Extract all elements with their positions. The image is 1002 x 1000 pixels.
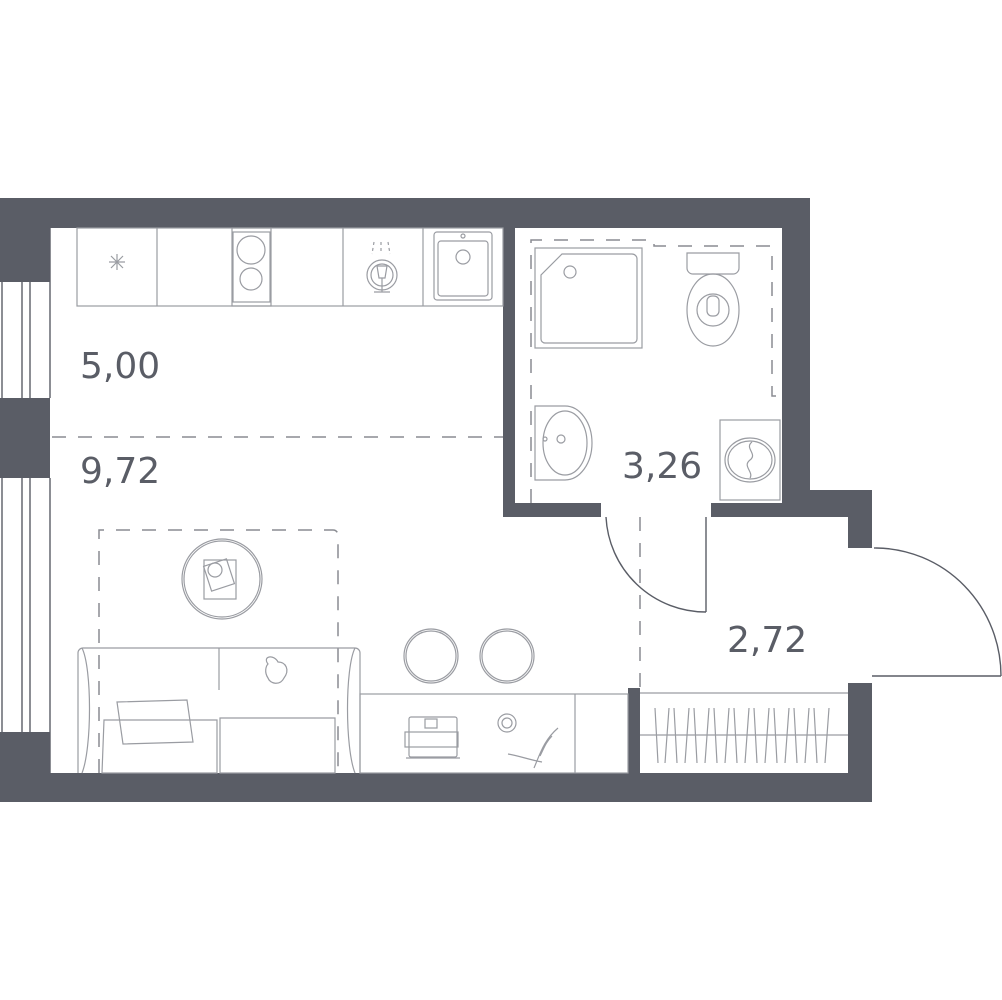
area-label-living-room: 9,72 bbox=[80, 451, 160, 492]
washbasin bbox=[534, 405, 593, 481]
cup bbox=[497, 713, 517, 733]
desk bbox=[359, 693, 629, 774]
sofa bbox=[77, 647, 361, 774]
wardrobe bbox=[640, 692, 848, 764]
area-label-kitchen: 5,00 bbox=[80, 346, 160, 387]
toilet bbox=[686, 252, 740, 347]
washing-machine bbox=[719, 419, 781, 501]
shower-tray bbox=[534, 247, 643, 349]
entrance-door bbox=[872, 547, 1002, 677]
window-upper bbox=[1, 228, 51, 398]
area-label-hallway: 2,72 bbox=[727, 620, 807, 661]
bath-dashed-outline bbox=[530, 239, 782, 503]
kitchen-counter bbox=[76, 227, 504, 307]
fridge-snowflake-icon bbox=[109, 254, 125, 270]
area-label-bathroom: 3,26 bbox=[622, 446, 702, 487]
stools bbox=[403, 628, 535, 684]
laptop bbox=[404, 716, 460, 759]
window-lower bbox=[1, 478, 51, 773]
kitchen-sink bbox=[433, 231, 493, 301]
rug-dashed-outline bbox=[98, 529, 339, 773]
bathroom-door bbox=[605, 516, 707, 613]
walls bbox=[0, 198, 872, 802]
coffee-table bbox=[181, 538, 263, 620]
cooktop bbox=[231, 227, 272, 307]
dishwasher bbox=[366, 241, 398, 293]
flower-branch bbox=[507, 727, 559, 769]
